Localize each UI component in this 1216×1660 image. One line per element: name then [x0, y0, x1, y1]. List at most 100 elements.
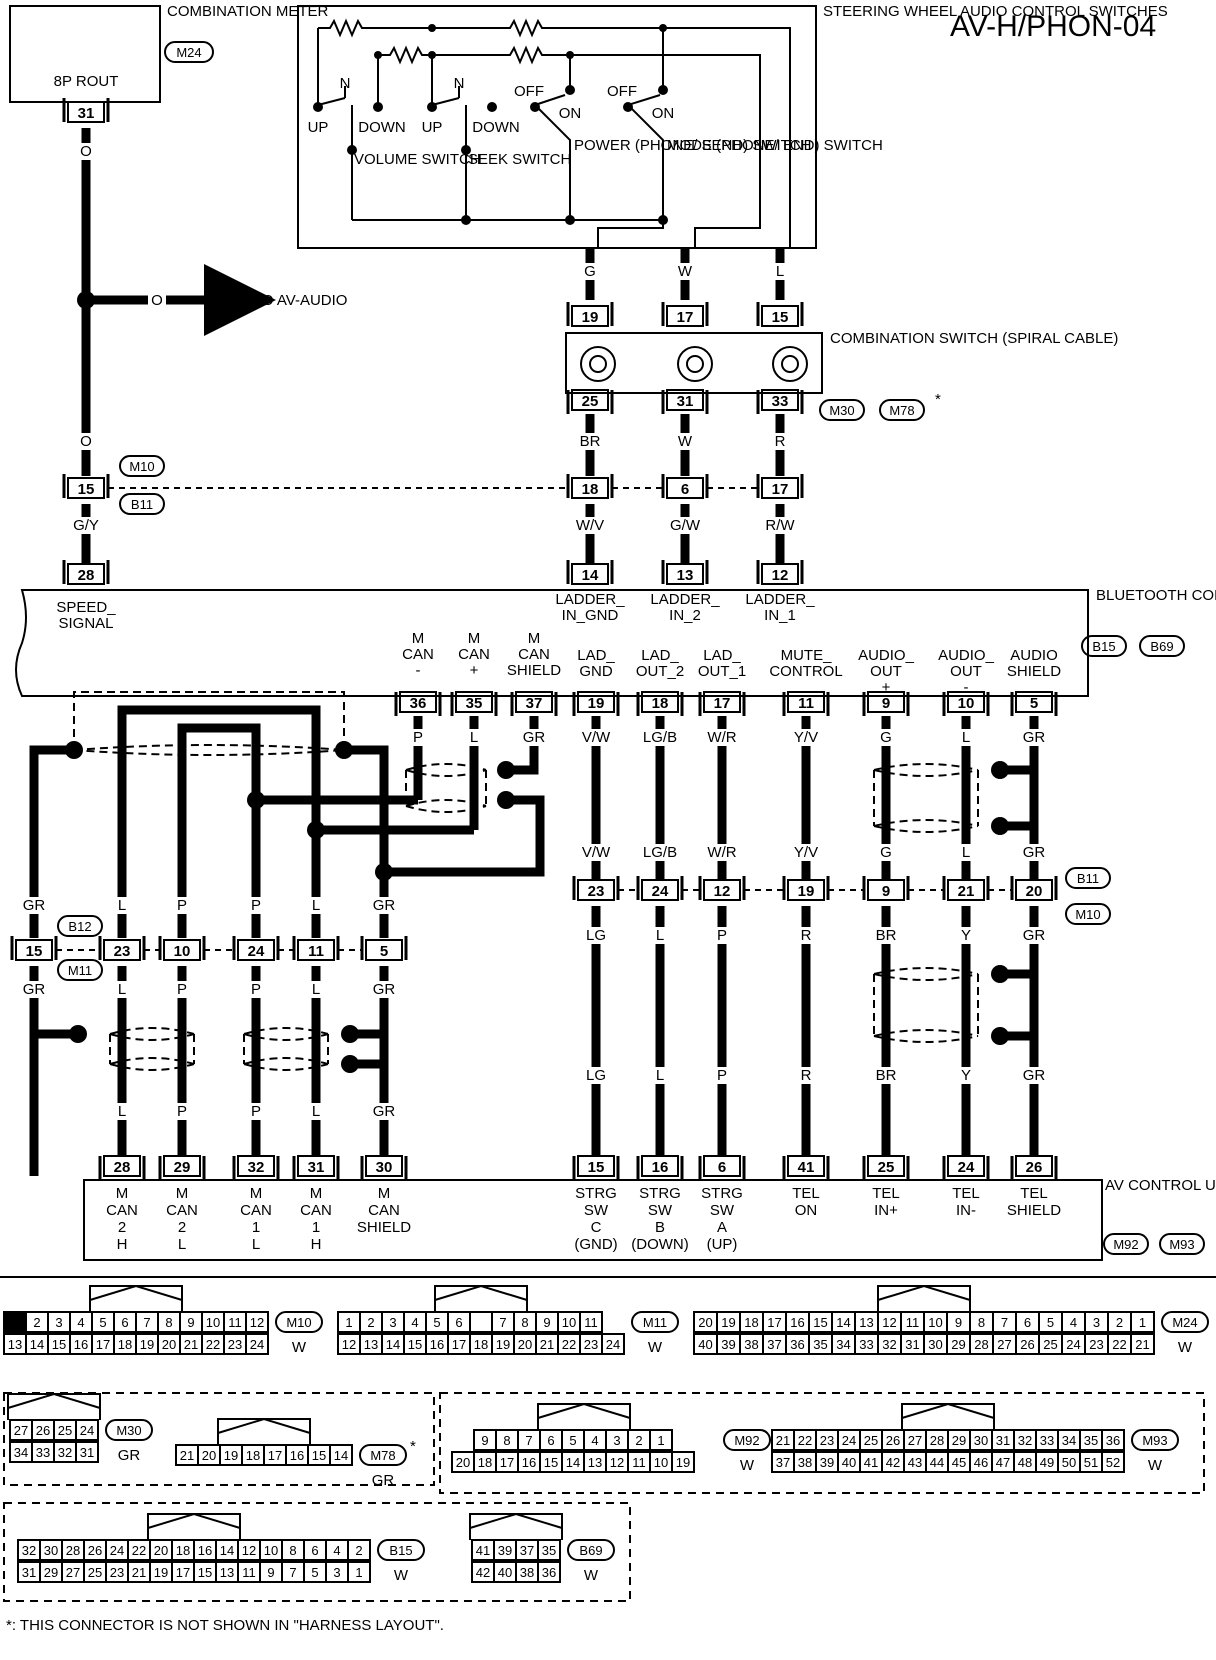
- cavity-number: 31: [905, 1337, 919, 1352]
- pin-box: [947, 879, 985, 901]
- wire-color: L: [962, 844, 970, 861]
- wire-color: V/W: [582, 729, 611, 746]
- label-bg: [402, 729, 434, 746]
- pin-bracket: [292, 936, 340, 960]
- label-line: LAD_: [641, 647, 679, 664]
- btu-connector-tag: B15: [1081, 635, 1127, 657]
- tag-text: M78: [370, 1448, 395, 1463]
- wire: [350, 1059, 389, 1176]
- jc3-connector-tag: M11: [57, 959, 103, 981]
- pin-bracket: [292, 1156, 340, 1180]
- cavity: [245, 1333, 269, 1355]
- svg-text:SEEK SWITCH: SEEK SWITCH: [468, 151, 571, 168]
- pin-number: 20: [1026, 883, 1043, 900]
- label-bg: [240, 1103, 272, 1120]
- cavity-number: 19: [721, 1315, 735, 1330]
- pin-number: 5: [1030, 695, 1038, 712]
- pin-number: 29: [174, 1159, 191, 1176]
- cavity-number: 48: [1018, 1455, 1032, 1470]
- pin-number: 6: [681, 481, 689, 498]
- wire-color: GR: [523, 729, 546, 746]
- connector-pin: 41: [782, 1155, 830, 1180]
- wire-color: L: [656, 927, 664, 944]
- cavity-number: 17: [452, 1337, 466, 1352]
- steering-switch-label: STEERING WHEEL AUDIO CONTROL SWITCHES: [823, 3, 1168, 20]
- wire-color: GR: [1023, 1067, 1046, 1084]
- wire-color: V/W: [582, 844, 611, 861]
- tag-pill: [723, 1429, 771, 1451]
- cavity-number: 10: [928, 1315, 942, 1330]
- pin-box: [571, 389, 609, 411]
- pin-number: 37: [526, 695, 543, 712]
- face-tag: M92: [723, 1429, 771, 1451]
- pin-number: 41: [798, 1159, 815, 1176]
- cavity-number: 43: [908, 1455, 922, 1470]
- pin-bracket: [862, 876, 910, 900]
- cavity-number: 17: [767, 1315, 781, 1330]
- cavity-number: 12: [242, 1543, 256, 1558]
- label-line: (GND): [574, 1236, 617, 1253]
- connector-pin: 15: [756, 302, 804, 327]
- label-bg: [574, 517, 606, 534]
- tag-pill: [567, 1539, 615, 1561]
- tag-text: M11: [643, 1315, 667, 1330]
- cavity-number: 30: [974, 1433, 988, 1448]
- label-line: OUT: [950, 663, 982, 680]
- shield-arc: [109, 1063, 195, 1071]
- bluetooth-unit-label: BLUETOOTH CONTROL UNIT: [1096, 587, 1216, 604]
- pin-number: 17: [772, 481, 789, 498]
- shield-arc: [109, 1027, 195, 1035]
- cavity-number: 6: [1024, 1315, 1031, 1330]
- wire-color: G/W: [670, 517, 701, 534]
- pin-number: 24: [248, 943, 265, 960]
- pin-bracket: [158, 1156, 206, 1180]
- wire-color: LG: [586, 1067, 606, 1084]
- cavity-number: 16: [198, 1543, 212, 1558]
- cavity-number: 14: [566, 1455, 580, 1470]
- pin-number: 31: [78, 105, 95, 122]
- cavity-number: 20: [162, 1337, 176, 1352]
- cavity-number: 14: [334, 1448, 348, 1463]
- pin-box: [571, 305, 609, 327]
- pin-box: [703, 879, 741, 901]
- wire-color: W/V: [576, 517, 604, 534]
- pin-number: 19: [798, 883, 815, 900]
- cavity-number: 19: [140, 1337, 154, 1352]
- cavity-number: 25: [864, 1433, 878, 1448]
- label-line: SHIELD: [1007, 663, 1061, 680]
- tag-text: B12: [68, 919, 91, 934]
- cavity-number: 28: [930, 1433, 944, 1448]
- tag-pill: [119, 455, 165, 477]
- label-line: SIGNAL: [58, 615, 113, 632]
- cavity-number: 20: [456, 1455, 470, 1470]
- pin-bracket: [98, 1156, 146, 1180]
- label-line: M: [378, 1185, 391, 1202]
- cavity-number: 26: [88, 1543, 102, 1558]
- cavity-number: 4: [333, 1543, 340, 1558]
- label-line: 1: [312, 1219, 320, 1236]
- pin-number: 25: [878, 1159, 895, 1176]
- label-bg: [368, 897, 400, 914]
- connector-pin: 13: [661, 560, 709, 585]
- cavity-number: 12: [882, 1315, 896, 1330]
- spiral-cable-box: [565, 332, 823, 394]
- label-line: CONTROL: [769, 663, 842, 680]
- pin-box: [761, 389, 799, 411]
- cavity-number: 19: [676, 1455, 690, 1470]
- label-line: M: [412, 630, 425, 647]
- pin-box: [237, 1155, 275, 1177]
- cavity-number: 22: [562, 1337, 576, 1352]
- wire-color: P: [251, 1103, 261, 1120]
- pin-bracket: [232, 1156, 280, 1180]
- cavity-number: 14: [836, 1315, 850, 1330]
- pin-bracket: [360, 1156, 408, 1180]
- shield-outline: [73, 744, 345, 756]
- cavity-number: 1: [657, 1433, 664, 1448]
- cavity-number: 9: [187, 1315, 194, 1330]
- cavity-number: 16: [74, 1337, 88, 1352]
